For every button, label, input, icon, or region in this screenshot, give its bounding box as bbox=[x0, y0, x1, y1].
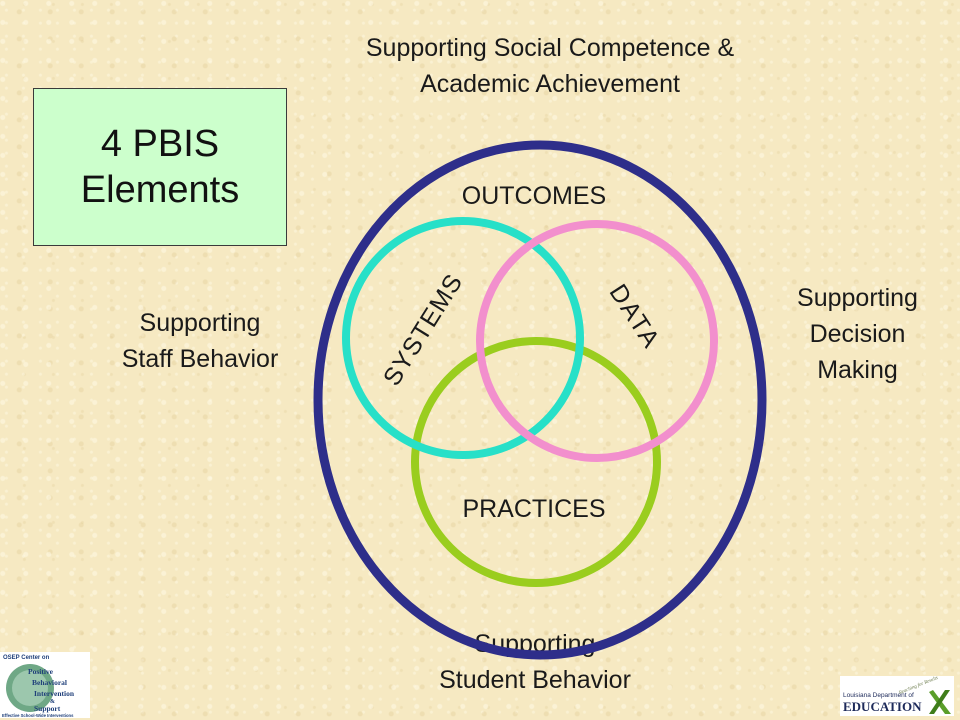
left-caption-line-1: Supporting bbox=[139, 309, 261, 337]
pbis-logo-word-5: Support bbox=[34, 704, 61, 713]
pbis-logo-word-4: & bbox=[50, 699, 55, 705]
top-caption-line-2: Academic Achievement bbox=[420, 70, 680, 98]
data-circle bbox=[476, 220, 718, 462]
right-caption: Supporting Decision Making bbox=[770, 280, 945, 388]
title-line-1: 4 PBIS bbox=[100, 123, 220, 165]
title-line-2: Elements bbox=[80, 169, 240, 211]
bottom-caption-line-2: Student Behavior bbox=[439, 666, 631, 694]
systems-circle bbox=[342, 217, 584, 459]
practices-circle bbox=[411, 337, 661, 587]
green-x-mark-icon bbox=[929, 690, 951, 714]
pbis-logo-word-2: Behavioral bbox=[32, 678, 67, 687]
pbis-logo-word-3: Intervention bbox=[34, 689, 75, 698]
pbis-logo: OSEP Center on Positive Behavioral Inter… bbox=[0, 652, 90, 718]
louisiana-education-logo: Reaching for Results Louisiana Departmen… bbox=[840, 676, 954, 716]
right-caption-line-2: Decision bbox=[809, 320, 906, 348]
outcomes-label: OUTCOMES bbox=[462, 182, 606, 210]
pbis-logo-header: OSEP Center on bbox=[3, 655, 50, 661]
pbis-logo-word-1: Positive bbox=[28, 667, 54, 676]
right-caption-line-1: Supporting bbox=[797, 284, 918, 312]
louisiana-logo-line-2: EDUCATION bbox=[843, 699, 922, 714]
left-caption-line-2: Staff Behavior bbox=[121, 345, 279, 373]
practices-label: PRACTICES bbox=[462, 495, 605, 523]
left-caption: Supporting Staff Behavior bbox=[90, 305, 310, 377]
top-caption-line-1: Supporting Social Competence & bbox=[365, 34, 735, 62]
right-caption-line-3: Making bbox=[817, 356, 898, 384]
data-label: DATA bbox=[604, 279, 666, 354]
pbis-logo-footer: Effective School-Wide Interventions bbox=[2, 713, 74, 718]
title-box: 4 PBIS Elements bbox=[33, 88, 287, 246]
louisiana-logo-line-1: Louisiana Department of bbox=[843, 692, 914, 699]
outcomes-circle bbox=[313, 140, 767, 660]
top-caption: Supporting Social Competence & Academic … bbox=[300, 30, 800, 102]
